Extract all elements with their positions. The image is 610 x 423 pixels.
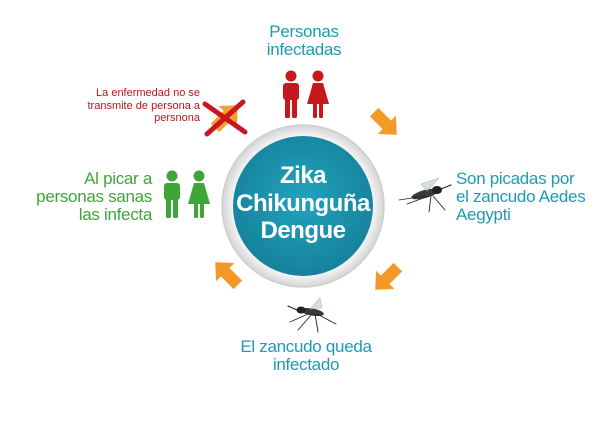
- label-line: Aegypti: [456, 204, 511, 224]
- label-line: Al picar a: [84, 169, 152, 188]
- left-label: Al picar a personas sanas las infecta: [20, 170, 152, 224]
- center-title: Zika Chikunguña Dengue: [233, 162, 373, 245]
- warning-label: La enfermedad no se transmite de persona…: [56, 87, 200, 125]
- center-line: Chikunguña: [236, 189, 370, 217]
- center-circle: [233, 136, 373, 276]
- label-line: persnona: [154, 112, 200, 125]
- top-label: Personas infectadas: [252, 23, 356, 59]
- label-line: Personas: [269, 22, 339, 41]
- cross-icon: [202, 99, 248, 137]
- label-line: El zancudo queda: [240, 337, 372, 356]
- label-line: La enfermedad no se: [96, 87, 200, 99]
- bottom-label: El zancudo queda infectado: [226, 338, 386, 374]
- label-line: las infecta: [78, 204, 153, 224]
- mosquito-icon: [398, 177, 452, 213]
- label-line: transmite de persona a: [87, 99, 200, 112]
- label-line: infectado: [272, 354, 340, 374]
- label-line: personas sanas: [36, 186, 152, 206]
- man-icon: [283, 70, 299, 118]
- label-line: el zancudo Aedes: [456, 186, 586, 206]
- center-line: Zika: [279, 162, 327, 189]
- label-line: Son picadas por: [456, 169, 575, 188]
- woman-icon: [307, 70, 329, 118]
- label-line: infectadas: [266, 39, 342, 59]
- right-label: Son picadas por el zancudo Aedes Aegypti: [456, 170, 596, 224]
- mosquito-icon: [287, 297, 337, 333]
- arrow-icon: [215, 262, 243, 290]
- man-icon: [164, 170, 180, 218]
- woman-icon: [188, 170, 210, 218]
- arrow-icon: [375, 262, 403, 290]
- center-line: Dengue: [260, 217, 346, 245]
- arrow-icon: [369, 107, 397, 135]
